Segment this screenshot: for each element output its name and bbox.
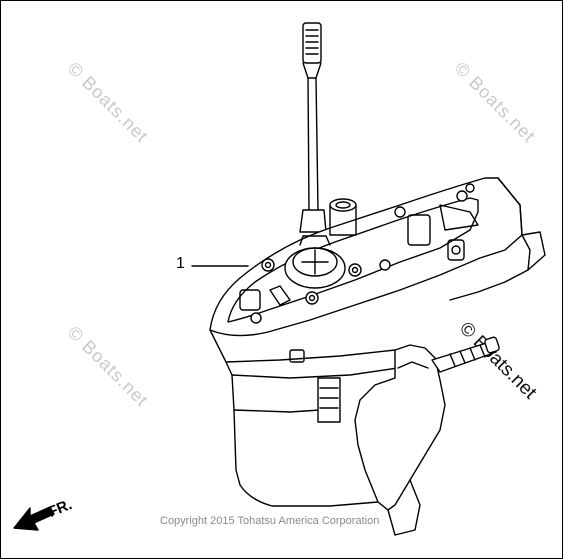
gear-housing (209, 177, 546, 536)
drive-shaft (299, 22, 327, 233)
callout-1: 1 (176, 255, 185, 272)
pump-base (250, 183, 479, 324)
forward-arrow-icon (13, 506, 55, 531)
copyright-text: Copyright 2015 Tohatsu America Corporati… (160, 515, 380, 527)
